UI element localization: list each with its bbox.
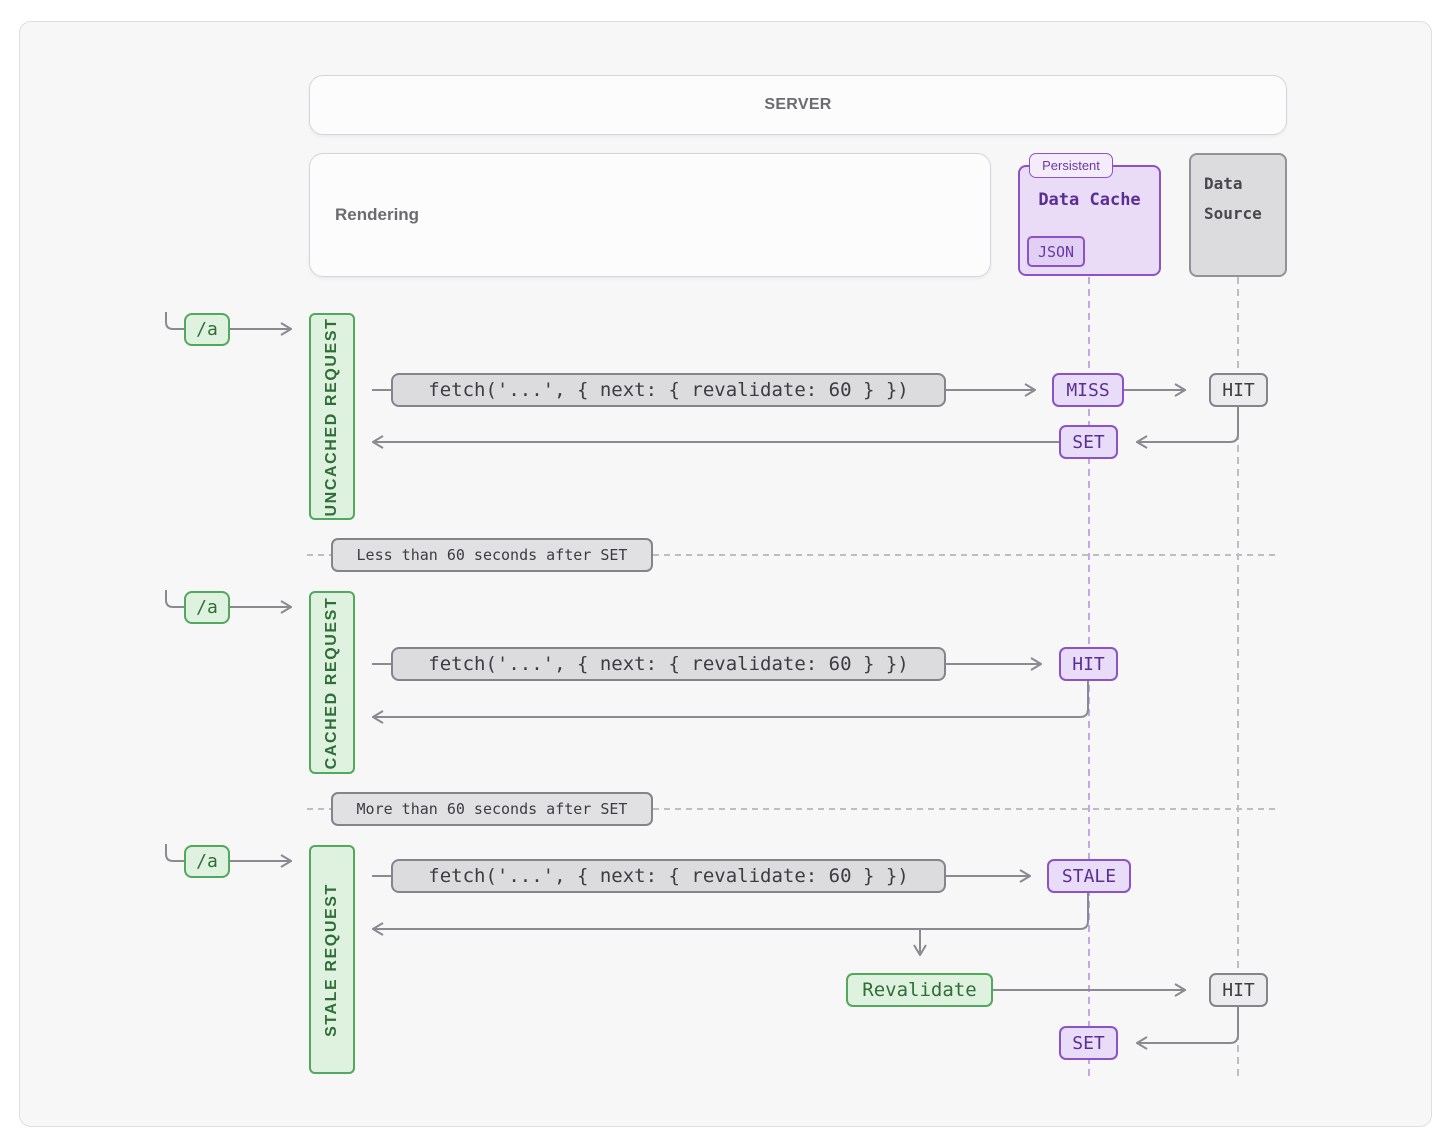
data-source-line-2: Source xyxy=(1204,204,1262,223)
cache-miss-badge: MISS xyxy=(1052,373,1124,407)
data-cache-title: Data Cache xyxy=(1038,190,1141,210)
section-label-text: CACHED REQUEST xyxy=(323,596,340,769)
section-label-text: STALE REQUEST xyxy=(323,882,340,1037)
source-hit-badge: HIT xyxy=(1209,373,1268,407)
fetch-call: fetch('...', { next: { revalidate: 60 } … xyxy=(391,859,946,893)
time-divider: Less than 60 seconds after SET xyxy=(331,538,653,572)
cached-request-label: CACHED REQUEST xyxy=(309,591,355,774)
cache-set-badge: SET xyxy=(1059,1026,1118,1060)
uncached-request-label: UNCACHED REQUEST xyxy=(309,313,355,520)
route-badge: /a xyxy=(184,591,230,624)
stale-request-label: STALE REQUEST xyxy=(309,845,355,1074)
revalidate-badge: Revalidate xyxy=(846,973,993,1007)
route-badge: /a xyxy=(184,845,230,878)
route-badge: /a xyxy=(184,313,230,346)
fetch-call: fetch('...', { next: { revalidate: 60 } … xyxy=(391,373,946,407)
rendering-box: Rendering xyxy=(309,153,991,277)
source-hit-badge: HIT xyxy=(1209,973,1268,1007)
data-source-line-1: Data xyxy=(1204,174,1243,193)
server-header: SERVER xyxy=(309,75,1287,135)
time-divider: More than 60 seconds after SET xyxy=(331,792,653,826)
section-label-text: UNCACHED REQUEST xyxy=(323,317,340,516)
json-badge: JSON xyxy=(1027,236,1085,267)
cache-stale-badge: STALE xyxy=(1047,859,1131,893)
fetch-call: fetch('...', { next: { revalidate: 60 } … xyxy=(391,647,946,681)
cache-set-badge: SET xyxy=(1059,425,1118,459)
cache-hit-badge: HIT xyxy=(1059,647,1118,681)
data-source-box: Data Source xyxy=(1189,153,1287,277)
persistent-tag: Persistent xyxy=(1029,153,1113,178)
